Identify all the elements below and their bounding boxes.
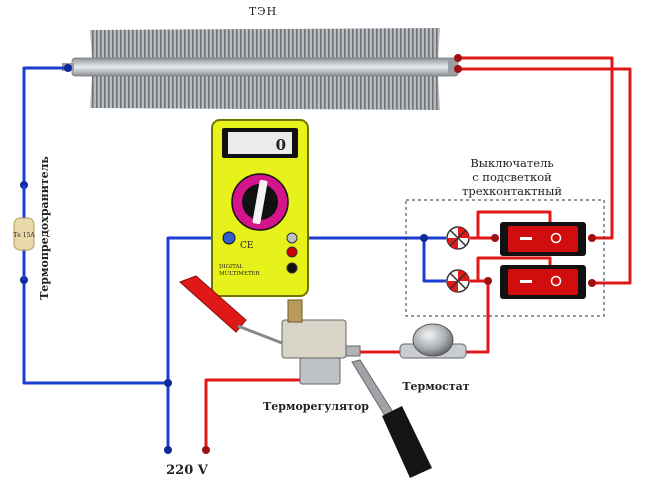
wire-red-heater-switch2: [458, 67, 632, 285]
label-voltage: 220 V: [166, 463, 209, 478]
thermal-fuse: Тe 15A: [13, 185, 35, 280]
junction-switch2-right: [588, 279, 596, 287]
junction-heater-left: [64, 64, 72, 72]
switch-assembly: [405, 199, 605, 317]
indicator-lamp-1: [446, 226, 470, 250]
label-switch-2: с подсветкой: [472, 170, 552, 184]
heater-fins-bottom: [90, 76, 440, 110]
junction-heater-right1: [454, 54, 462, 62]
regulator-probe-tip: [382, 406, 432, 478]
fuse-body: [13, 217, 35, 251]
label-switch-3: трехконтактный: [462, 184, 562, 198]
rocker-switch-1[interactable]: [500, 222, 586, 256]
thermostat: [399, 323, 467, 359]
thermostat-dome: [412, 323, 454, 357]
multimeter-display: [228, 132, 292, 154]
junction-switch2-left: [484, 277, 492, 285]
multimeter: 0 CE DIGITAL MULTIMETER: [211, 119, 309, 297]
switch-box-outline: [405, 199, 605, 317]
rocker-switch-2[interactable]: [500, 265, 586, 299]
junction-heater-right2: [454, 65, 462, 73]
multimeter-jack-v[interactable]: [286, 246, 298, 258]
multimeter-jack-com[interactable]: [286, 232, 298, 244]
indicator-lamp-2: [446, 269, 470, 293]
junction-lamp-split: [420, 234, 428, 242]
junction-220-red: [202, 446, 210, 454]
label-switch-1: Выключатель: [470, 156, 553, 170]
regulator-red-handle[interactable]: [179, 275, 247, 333]
junction-trunk: [164, 379, 172, 387]
multimeter-brand: DIGITAL: [219, 264, 243, 270]
junction-switch1-left: [491, 234, 499, 242]
wire-red-220v: [204, 378, 306, 450]
label-thermostat: Термостат: [402, 380, 469, 393]
thermo-regulator: [179, 275, 432, 478]
wire-red-heater-switch1: [458, 56, 614, 240]
heater: [62, 28, 459, 110]
wire-red-switch2-bridge: [476, 256, 552, 281]
multimeter-dial-pointer: [252, 179, 268, 225]
label-heater: ТЭН: [249, 5, 277, 18]
junction-switch1-right: [588, 234, 596, 242]
junction-220-blue: [164, 446, 172, 454]
multimeter-reading: 0: [276, 136, 286, 154]
heater-tube: [71, 57, 459, 77]
wire-red-switch-thermostat: [462, 281, 490, 354]
wire-blue-lamp2: [422, 238, 446, 283]
multimeter-button[interactable]: [222, 231, 236, 245]
multimeter-brand2: MULTIMETER: [219, 271, 261, 277]
multimeter-jack-a[interactable]: [286, 262, 298, 274]
heater-fins-top: [90, 28, 440, 58]
regulator-body: [281, 319, 347, 359]
heater-right-terminal: [448, 60, 458, 74]
label-fuse: Термопредохранитель: [38, 156, 51, 300]
wire-red-switch1-bridge: [476, 210, 552, 238]
label-regulator: Терморегулятор: [263, 400, 369, 413]
regulator-knob[interactable]: [287, 299, 303, 323]
fuse-text: Тe 15A: [13, 232, 35, 239]
multimeter-ce: CE: [240, 241, 253, 251]
